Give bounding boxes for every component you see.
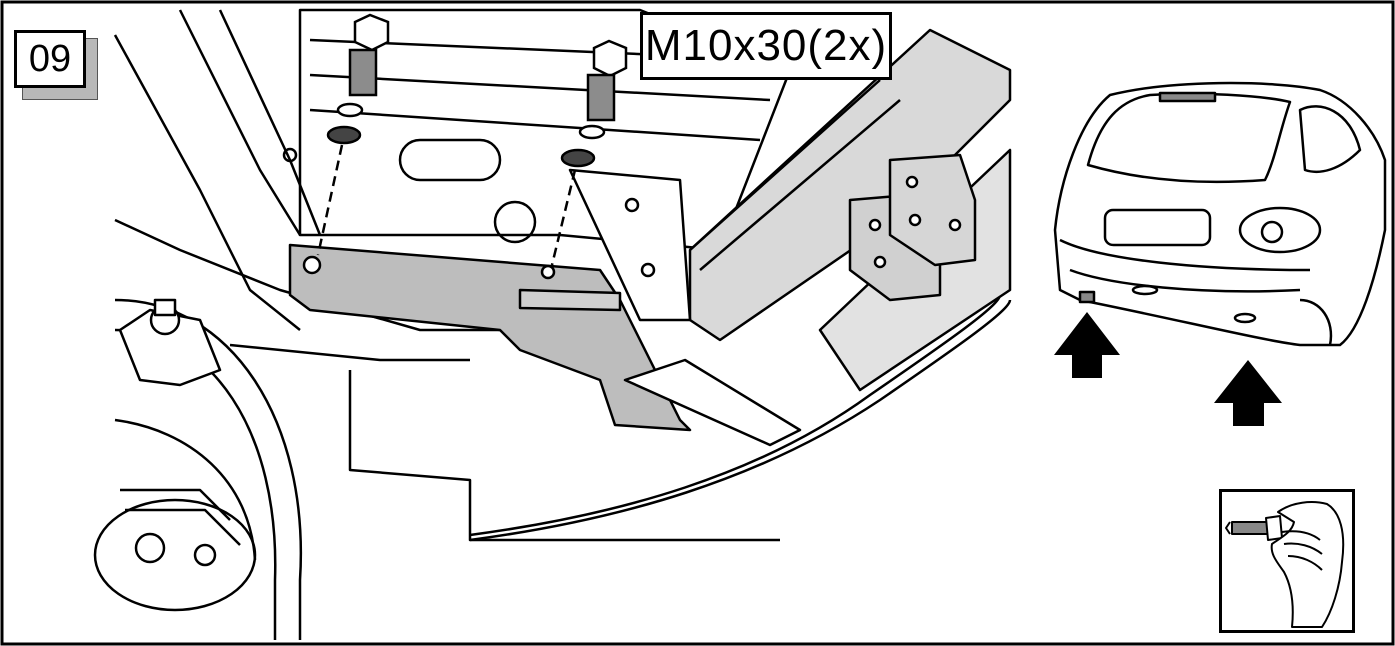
- arrow-up-icon: [1214, 360, 1282, 426]
- hardware-spec-label: M10x30(2x): [640, 12, 892, 80]
- bolt-icon: [316, 13, 390, 256]
- bolt-icon: [550, 39, 628, 266]
- hand-tighten-inset: [1219, 489, 1355, 633]
- step-number: 09: [14, 30, 86, 88]
- arrow-up-icon: [1054, 312, 1120, 378]
- hand-tighten-icon: [1225, 501, 1345, 628]
- towbar-bracket: [288, 153, 977, 447]
- car-rear-icon: [1053, 81, 1387, 347]
